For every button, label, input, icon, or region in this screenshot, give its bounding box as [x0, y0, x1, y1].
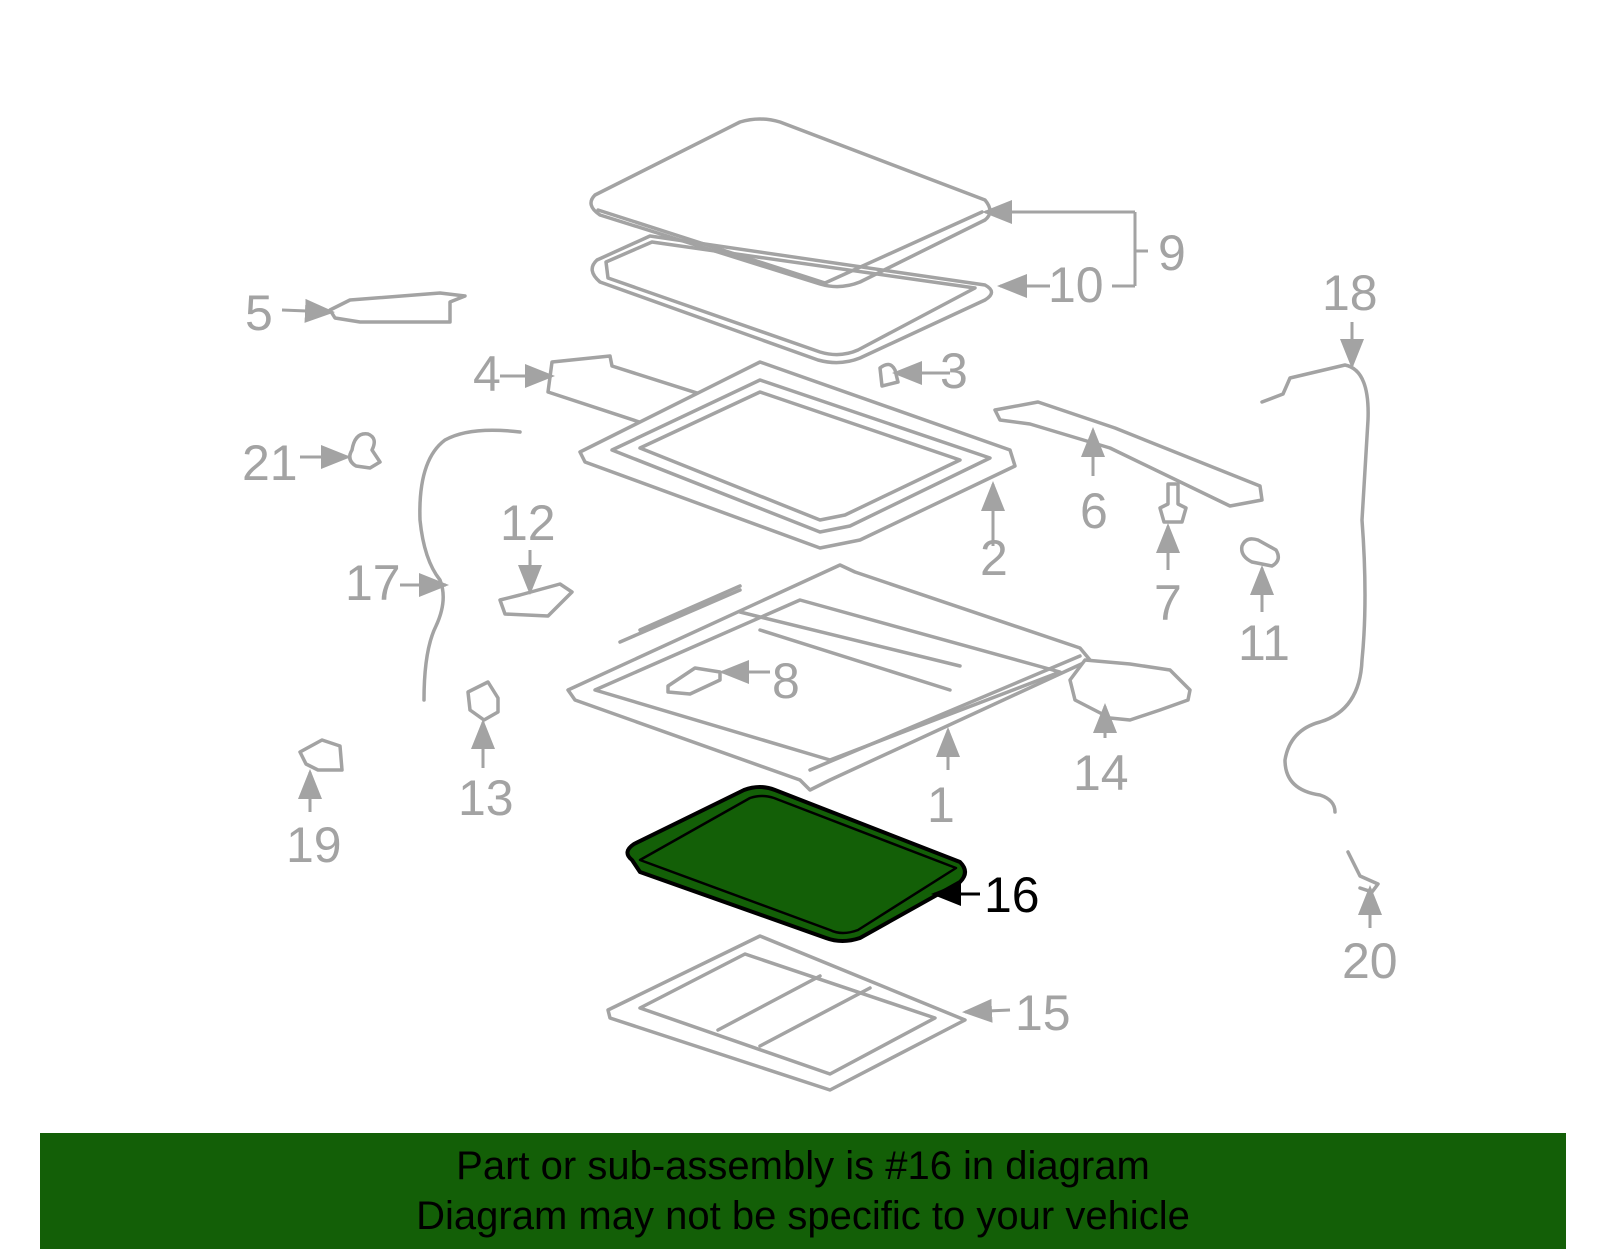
callout-21: 21	[242, 435, 298, 491]
part-13-bracket	[466, 680, 500, 722]
callout-9: 9	[1158, 225, 1186, 281]
callout-19: 19	[286, 817, 342, 873]
callout-20: 20	[1342, 933, 1398, 989]
callout-1: 1	[927, 777, 955, 833]
part-6-guide-rail	[993, 400, 1264, 508]
banner-line-part: Part or sub-assembly is #16 in diagram	[456, 1144, 1150, 1188]
part-18-drain-hose	[1260, 363, 1370, 814]
part-3-clip	[878, 362, 900, 388]
callout-6: 6	[1080, 483, 1108, 539]
callout-11: 11	[1238, 615, 1290, 671]
callout-3: 3	[940, 343, 968, 399]
info-banner: Part or sub-assembly is #16 in diagram D…	[40, 1133, 1566, 1249]
callout-10: 10	[1048, 257, 1104, 313]
part-12-bracket	[498, 582, 574, 618]
callout-4: 4	[473, 346, 501, 402]
callout-5: 5	[245, 285, 273, 341]
callout-17: 17	[345, 555, 401, 611]
part-20-clip	[1346, 850, 1380, 894]
callout-18: 18	[1322, 265, 1378, 321]
part-2-sunroof-frame	[578, 360, 1017, 550]
callout-14: 14	[1073, 745, 1129, 801]
callout-2: 2	[980, 530, 1008, 586]
part-1-sunroof-housing	[566, 563, 1092, 792]
part-5-deflector-arm	[328, 291, 467, 324]
part-7-bolt	[1158, 482, 1188, 524]
part-11-cap	[1239, 537, 1280, 568]
callout-13: 13	[458, 770, 514, 826]
part-16-highlighted-seal	[625, 785, 967, 943]
callout-7: 7	[1154, 575, 1182, 631]
callout-16: 16	[984, 867, 1040, 923]
part-14-motor	[1068, 658, 1192, 722]
callout-labels: 1 2 3 4 5 6 7 8 9 10 11 12 13 14 15 16 1…	[242, 225, 1398, 1041]
part-10-glass-seal	[590, 234, 994, 365]
callout-8: 8	[772, 653, 800, 709]
part-15-sunshade	[606, 934, 967, 1092]
banner-line-disclaimer: Diagram may not be specific to your vehi…	[416, 1194, 1190, 1238]
callout-15: 15	[1015, 985, 1071, 1041]
part-19-bracket	[298, 738, 344, 772]
part-21-clip	[348, 432, 382, 470]
part-17-drain-hose	[418, 428, 522, 702]
leader-lines	[281, 200, 1382, 1023]
callout-12: 12	[500, 495, 556, 551]
